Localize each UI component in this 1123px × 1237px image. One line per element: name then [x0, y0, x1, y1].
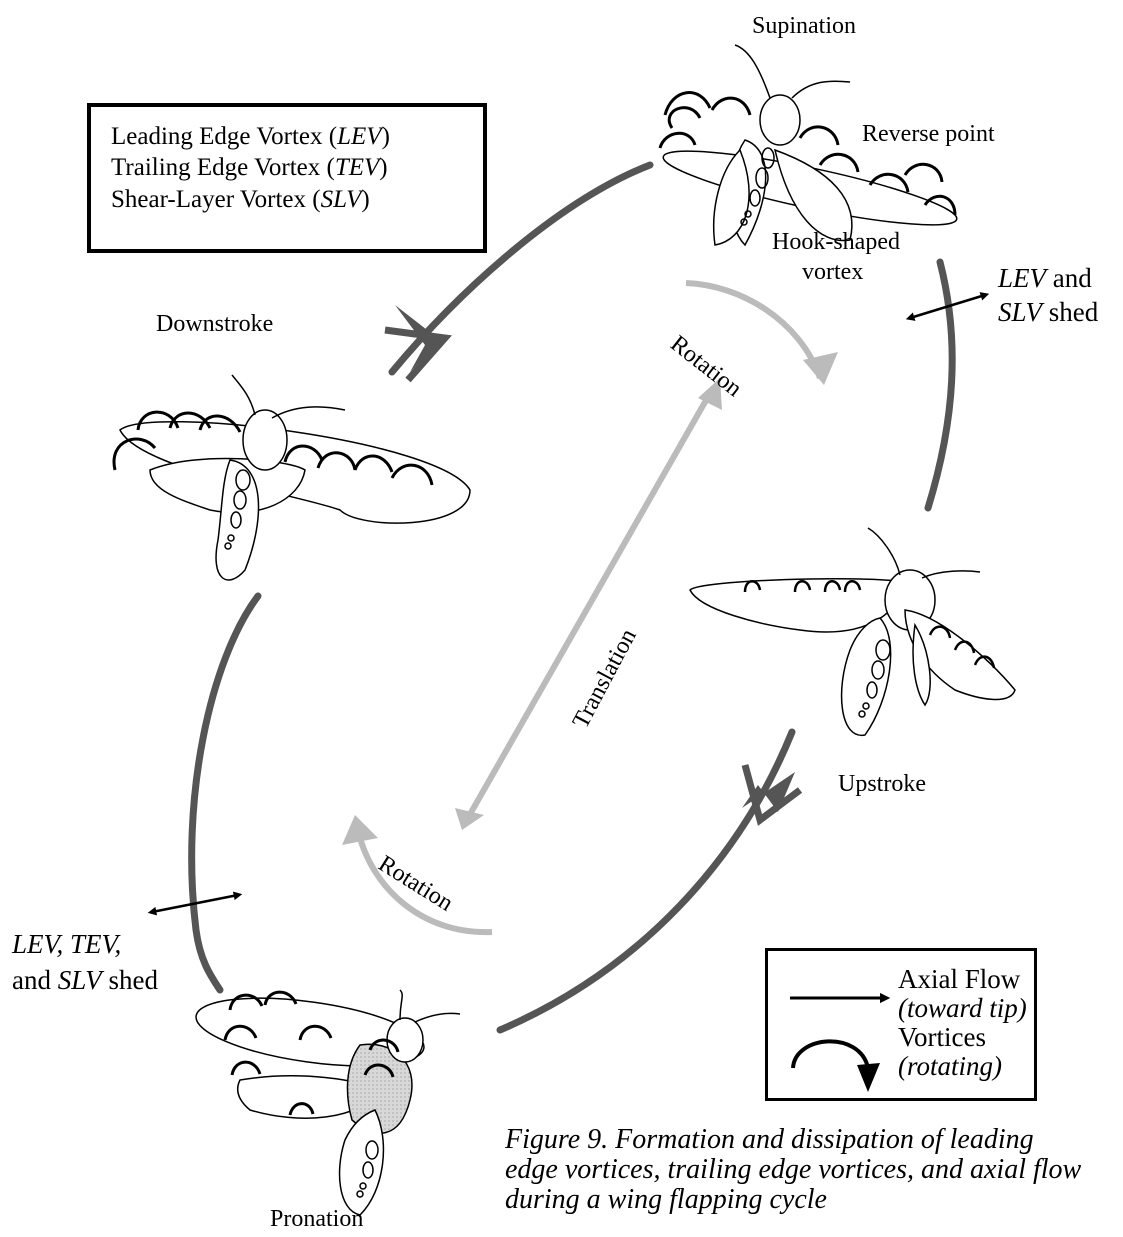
symbol-key: Axial Flow (toward tip) Vortices (rotati… — [765, 948, 1037, 1101]
label-upstroke: Upstroke — [838, 770, 926, 799]
key-vortices-label: Vortices — [898, 1023, 986, 1051]
shed-left-slv: SLV — [58, 965, 102, 995]
label-reverse-point: Reverse point — [862, 120, 995, 149]
legend-lev-abbr: LEV — [337, 123, 381, 150]
legend-row-slv: Shear-Layer Vortex (SLV) — [111, 184, 483, 215]
figure-caption: Figure 9. Formation and dissipation of l… — [505, 1125, 1123, 1216]
shed-right-lev: LEV — [998, 263, 1046, 293]
legend-slv-abbr: SLV — [321, 186, 362, 213]
legend-row-tev: Trailing Edge Vortex (TEV) — [111, 152, 483, 183]
insect-downstroke — [120, 375, 470, 580]
key-axial-note: (toward tip) — [898, 994, 1027, 1022]
legend-lev-text: Leading Edge Vortex ( — [111, 123, 337, 150]
key-vortices-note: (rotating) — [898, 1052, 1002, 1080]
label-downstroke: Downstroke — [156, 310, 273, 339]
label-shed-right-2: SLV shed — [998, 296, 1098, 328]
legend-tev-text: Trailing Edge Vortex ( — [111, 154, 335, 181]
legend-tev-close: ) — [379, 154, 387, 181]
label-shed-left-2: and SLV shed — [12, 964, 158, 996]
legend-row-lev: Leading Edge Vortex (LEV) — [111, 121, 483, 152]
label-supination: Supination — [752, 12, 856, 41]
legend-tev-abbr: TEV — [335, 154, 379, 181]
caption-line-3: during a wing flapping cycle — [505, 1185, 1123, 1215]
translation-arrow — [455, 378, 722, 830]
insect-pronation — [192, 986, 460, 1215]
label-vortex: vortex — [802, 258, 863, 287]
label-shed-right-1: LEV and — [998, 262, 1092, 294]
label-shed-left-1: LEV, TEV, — [12, 928, 121, 960]
caption-line-2: edge vortices, trailing edge vortices, a… — [505, 1155, 1123, 1185]
legend-slv-close: ) — [361, 186, 369, 213]
insect-upstroke — [690, 528, 1015, 735]
label-hook-shaped: Hook-shaped — [772, 228, 900, 257]
label-pronation: Pronation — [270, 1205, 363, 1234]
vortex-type-legend: Leading Edge Vortex (LEV) Trailing Edge … — [87, 103, 487, 253]
shed-right-slv: SLV — [998, 297, 1042, 327]
caption-line-1: Figure 9. Formation and dissipation of l… — [505, 1125, 1123, 1155]
shed-left-shed: shed — [102, 965, 158, 995]
shed-right-shed: shed — [1042, 297, 1098, 327]
key-axial-label: Axial Flow — [898, 965, 1020, 993]
legend-lev-close: ) — [382, 123, 390, 150]
legend-slv-text: Shear-Layer Vortex ( — [111, 186, 321, 213]
shed-right-and: and — [1046, 263, 1092, 293]
shed-left-and: and — [12, 965, 58, 995]
